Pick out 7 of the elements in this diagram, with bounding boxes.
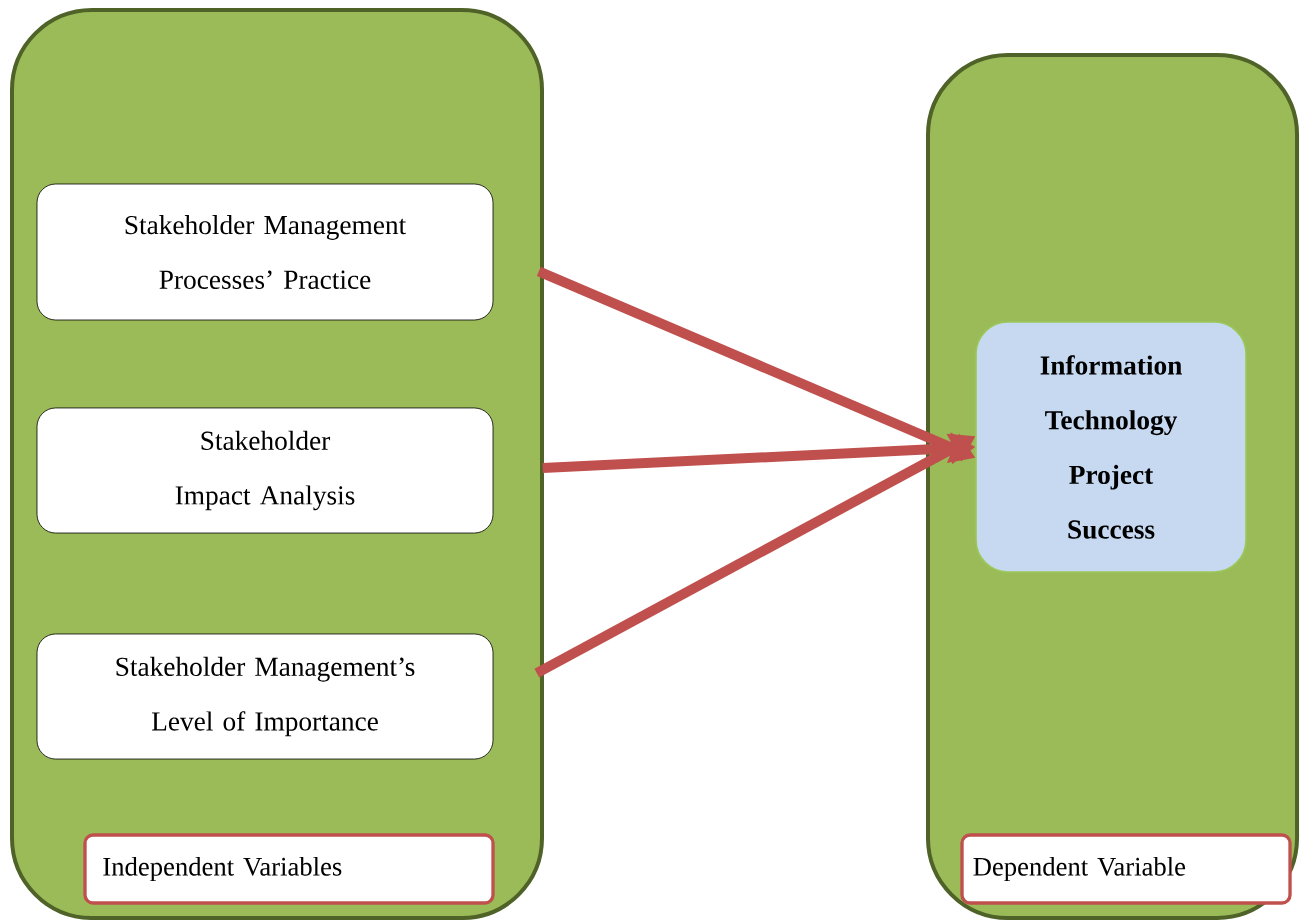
group-label-box: Dependent Variable: [960, 833, 1292, 905]
variable-box: Stakeholder Management’s Level of Importance: [36, 633, 494, 760]
arrow: [542, 432, 976, 474]
variable-box: Stakeholder Impact Analysis: [36, 407, 494, 534]
outcome-box: Information Technology Project Success: [975, 321, 1247, 573]
group-label-box: Independent Variables: [83, 833, 495, 905]
variable-box: Stakeholder Management Processes’ Practice: [36, 183, 494, 321]
